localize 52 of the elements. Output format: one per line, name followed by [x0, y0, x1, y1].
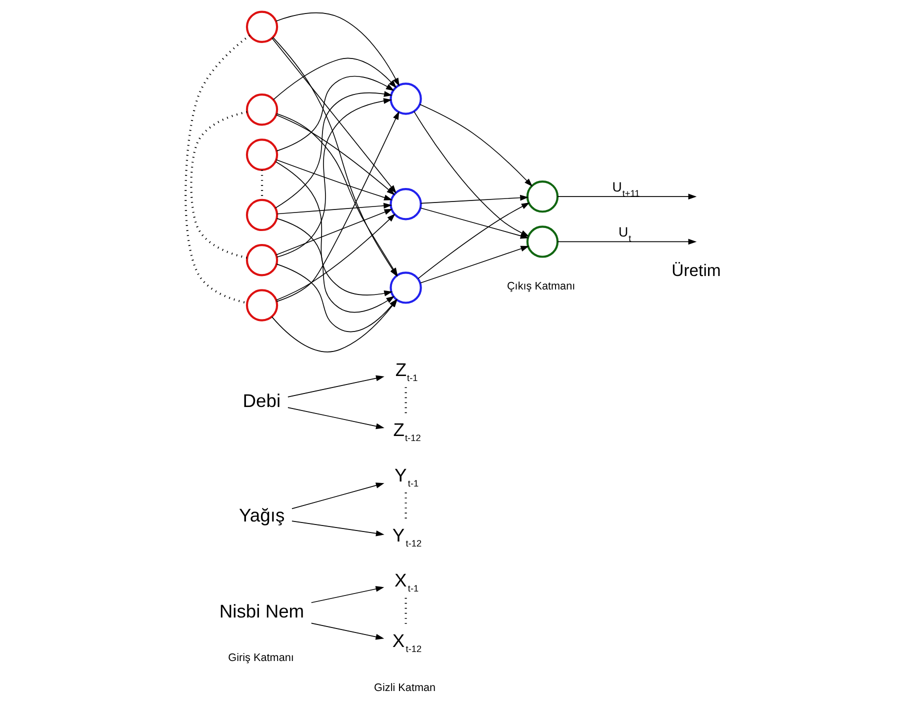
node-text: Nisbi Nem: [218, 600, 304, 622]
node-text: Z$_{t-12}$: [392, 419, 420, 444]
arrow: [275, 114, 394, 196]
node-text: Y$_{t-1}$: [394, 464, 418, 488]
node-text: X$_{t-1}$: [394, 570, 418, 594]
node-circle: [389, 272, 422, 304]
connector: [184, 34, 250, 304]
node-text: X$_{t-12}$: [392, 630, 422, 654]
arrow: [276, 202, 392, 214]
label: Gizli Katman: [374, 682, 436, 694]
node-text: Yağış: [238, 504, 284, 526]
node-text: Z$_{t-1}$: [394, 358, 418, 383]
arrow: [275, 214, 395, 301]
node-text: Y$_{t-12}$: [392, 524, 422, 548]
edge-label: U$_{t}$: [618, 224, 631, 244]
node-circle: [245, 244, 278, 276]
arrow: [419, 246, 529, 284]
connector: [190, 110, 247, 259]
arrow: [271, 38, 396, 194]
arrow: [275, 12, 399, 86]
arrow: [274, 161, 392, 296]
node-text: Debi: [242, 390, 280, 411]
label: Giriş Katmanı: [228, 652, 294, 664]
edge-label: U$_{t+11}$: [612, 179, 640, 198]
arrow: [291, 482, 384, 510]
label: Üretim: [671, 260, 720, 280]
node-circle: [245, 138, 278, 171]
arrow: [556, 194, 696, 200]
label: Çıkış Katmanı: [506, 280, 575, 293]
arrow: [310, 586, 384, 604]
arrow: [276, 76, 394, 152]
arrow: [291, 520, 384, 536]
arrow: [275, 159, 392, 200]
arrow: [287, 407, 384, 430]
node-circle: [245, 289, 278, 322]
node-circle: [389, 188, 422, 220]
node-circle: [389, 82, 422, 115]
node-circle: [245, 198, 278, 232]
arrow: [272, 58, 396, 100]
node-circle: [245, 94, 278, 126]
arrow: [276, 98, 392, 258]
arrow: [556, 238, 696, 245]
arrow: [418, 104, 532, 187]
arrow: [420, 194, 528, 204]
node-circle: [526, 226, 558, 258]
arrow: [275, 208, 392, 256]
node-circle: [526, 180, 558, 213]
arrow: [276, 218, 394, 313]
arrow: [274, 91, 392, 208]
arrow: [310, 622, 384, 640]
node-circle: [245, 10, 278, 43]
arrow: [287, 375, 384, 398]
